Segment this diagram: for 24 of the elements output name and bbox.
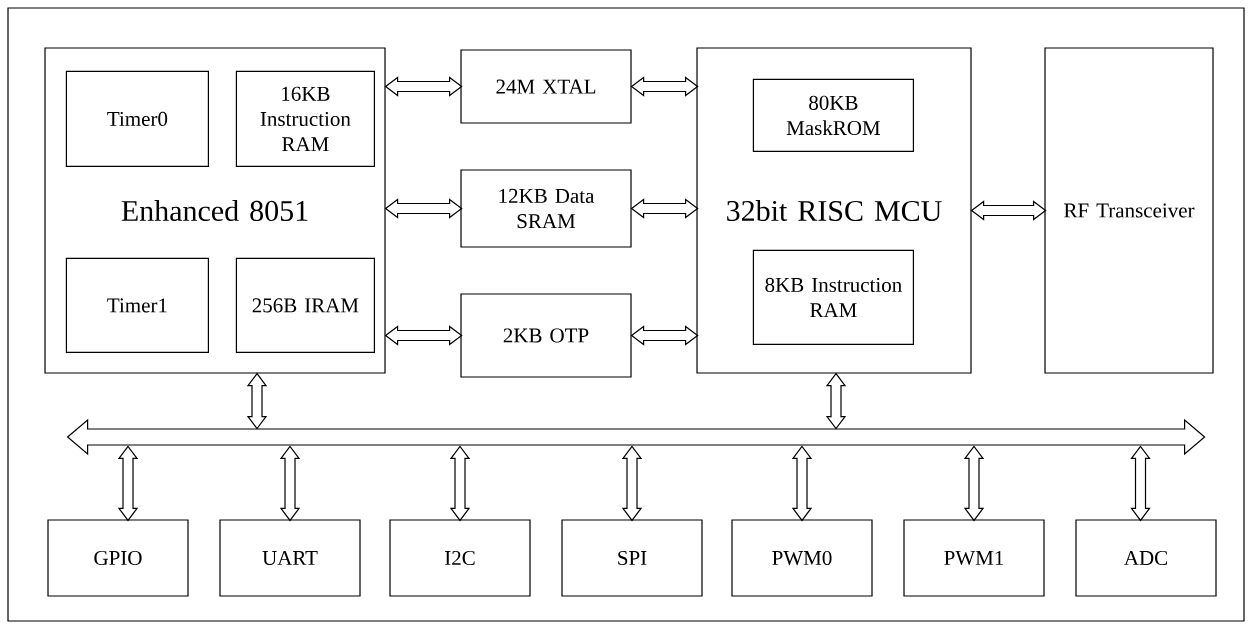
module-box: PWM1 <box>903 519 1045 597</box>
module-box: UART <box>219 519 361 597</box>
module-box: Timer1 <box>65 257 209 353</box>
double-arrow <box>449 445 471 522</box>
double-arrow <box>117 445 139 522</box>
module-box: SPI <box>561 519 703 597</box>
module-box: Timer0 <box>65 70 209 167</box>
module-box: PWM0 <box>731 519 873 597</box>
module-box: 12KB Data SRAM <box>460 169 632 248</box>
module-box: 8KB Instruction RAM <box>752 249 914 345</box>
module-box: 2KB OTP <box>460 293 632 378</box>
module-box: RF Transceiver <box>1044 47 1214 374</box>
module-box: GPIO <box>47 519 189 597</box>
double-arrow <box>1130 445 1151 522</box>
module-box: 24M XTAL <box>460 49 632 124</box>
module-box: 80KB MaskROM <box>752 78 914 152</box>
double-arrow <box>791 445 813 522</box>
double-arrow <box>621 445 643 522</box>
module-box: 16KB Instruction RAM <box>235 70 375 167</box>
double-arrow <box>279 445 301 522</box>
double-arrow <box>963 445 985 522</box>
module-box: 256B IRAM <box>235 257 375 353</box>
module-box: I2C <box>389 519 531 597</box>
module-box: ADC <box>1075 519 1217 597</box>
